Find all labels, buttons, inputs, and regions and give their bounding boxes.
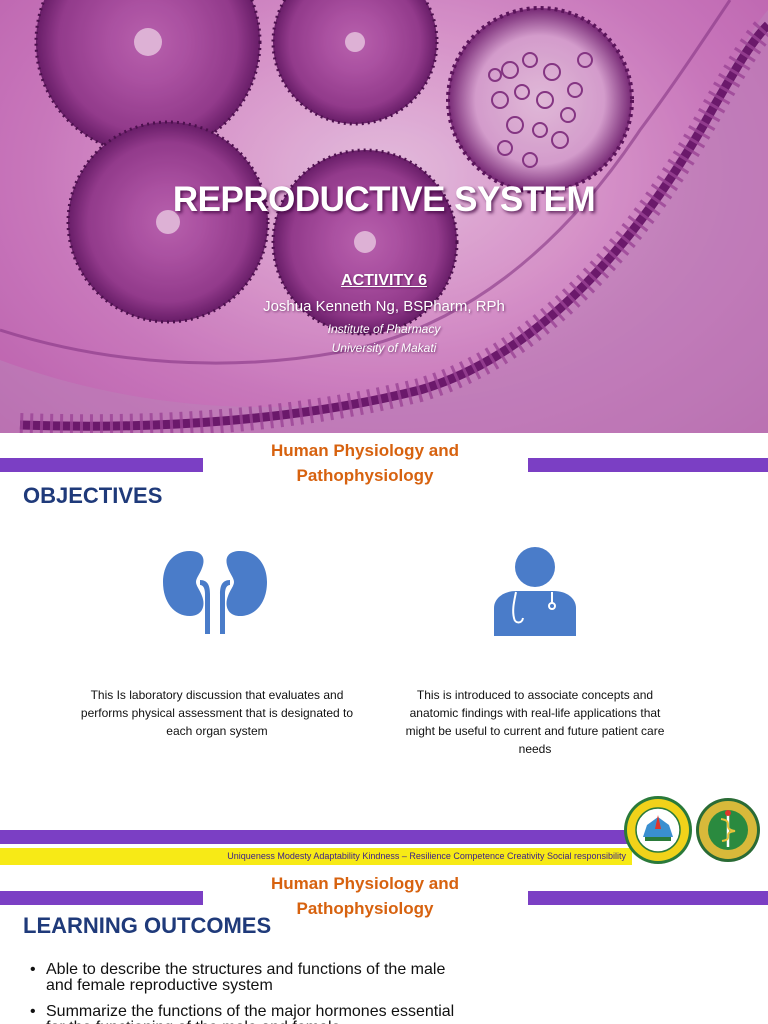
- tubule-mid-center: [271, 148, 459, 336]
- author-name: Joshua Kenneth Ng, BSPharm, RPh: [263, 298, 505, 315]
- doctor-icon: [494, 547, 576, 636]
- objective-text-2: This is introduced to associate concepts…: [405, 688, 665, 756]
- list-item: Able to describe the structures and func…: [30, 962, 470, 994]
- tubule-right-open: [446, 6, 634, 194]
- course-title-line1: Human Physiology and: [271, 874, 459, 893]
- list-item: Summarize the functions of the major hor…: [30, 1004, 470, 1024]
- institute-name: Institute of Pharmacy: [327, 322, 441, 336]
- presentation-title: REPRODUCTIVE SYSTEM: [172, 180, 596, 219]
- course-title-line1: Human Physiology and: [271, 441, 459, 460]
- tubule-mid-left: [66, 120, 270, 324]
- header-bar-right: [528, 891, 768, 905]
- institute-seal-logo: [696, 798, 760, 862]
- course-title: Human Physiology and Pathophysiology: [230, 871, 500, 921]
- title-slide: REPRODUCTIVE SYSTEM ACTIVITY 6 Joshua Ke…: [0, 0, 768, 433]
- section-heading: OBJECTIVES: [23, 483, 163, 508]
- header-bar-right: [528, 458, 768, 472]
- learning-outcomes-list: Able to describe the structures and func…: [30, 962, 470, 1024]
- section-heading: LEARNING OUTCOMES: [23, 913, 272, 938]
- tubule-top-center: [271, 0, 439, 126]
- header-bar-left: [0, 458, 203, 472]
- university-name: University of Makati: [331, 341, 437, 355]
- course-title-line2: Pathophysiology: [296, 899, 434, 918]
- header-bar-left: [0, 891, 203, 905]
- activity-label: ACTIVITY 6: [341, 272, 427, 289]
- objective-text-1: This Is laboratory discussion that evalu…: [80, 688, 354, 738]
- learning-outcomes-slide: Human Physiology and Pathophysiology LEA…: [0, 867, 768, 1024]
- objectives-slide: Human Physiology and Pathophysiology OBJ…: [0, 433, 768, 867]
- histology-background-image: [0, 0, 768, 433]
- footer-bar-purple: [0, 830, 640, 844]
- university-seal-logo: [624, 796, 692, 864]
- course-title-line2: Pathophysiology: [296, 466, 434, 485]
- kidneys-icon: [163, 551, 267, 634]
- course-title: Human Physiology and Pathophysiology: [230, 438, 500, 488]
- core-values-strip: Uniqueness Modesty Adaptability Kindness…: [0, 848, 632, 865]
